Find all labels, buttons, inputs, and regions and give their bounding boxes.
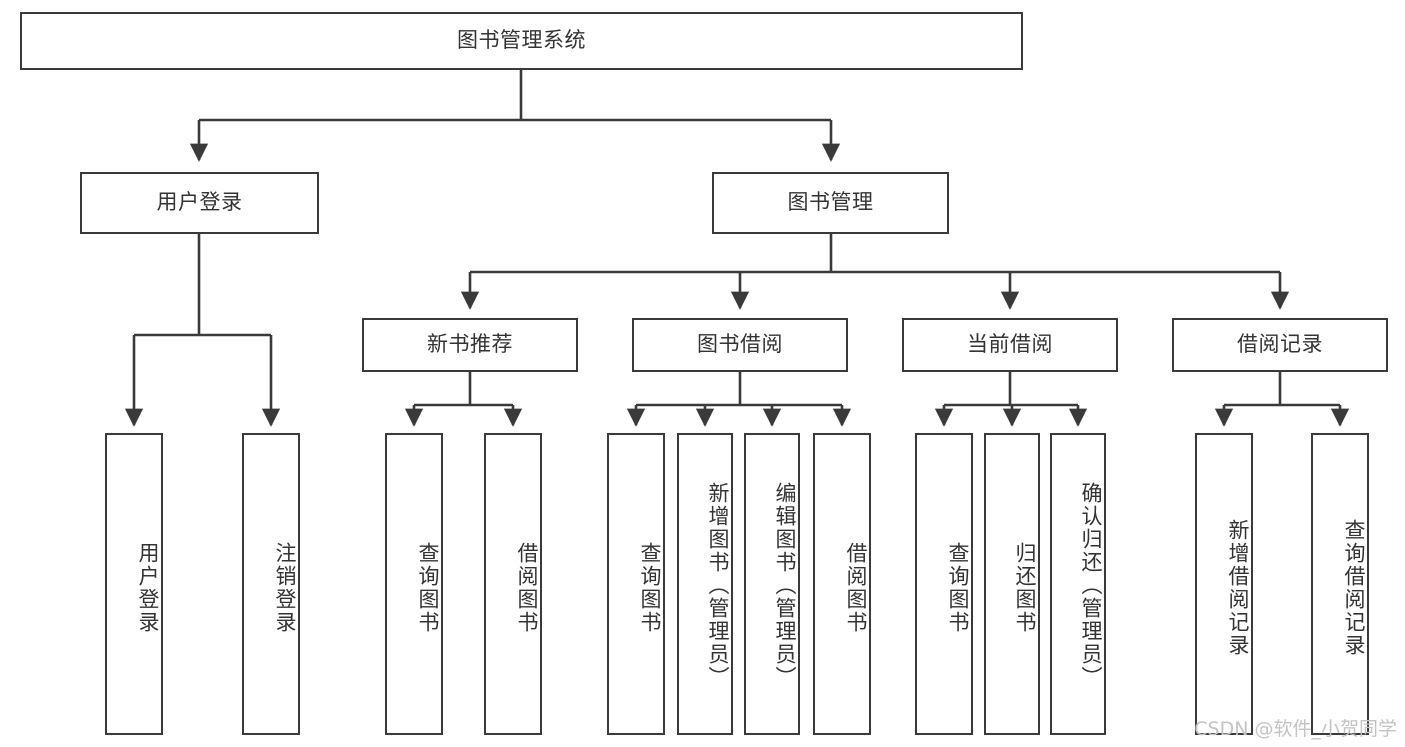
node-new-book-recommend-label: 新书推荐 <box>427 332 513 357</box>
leaf-record-query-record-label: 查询借阅记录 <box>1342 519 1366 657</box>
leaf-borrow-add-book-admin[interactable]: 新增图书（管理员） <box>677 433 733 735</box>
leaf-recommend-query-book[interactable]: 查询图书 <box>385 433 443 735</box>
node-user-login[interactable]: 用户登录 <box>80 172 319 234</box>
leaf-user-login-login[interactable]: 用户登录 <box>105 433 163 735</box>
leaf-record-add-record[interactable]: 新增借阅记录 <box>1195 433 1253 735</box>
leaf-borrow-query-book-label: 查询图书 <box>638 542 662 634</box>
leaf-user-login-login-label: 用户登录 <box>136 542 160 634</box>
leaf-recommend-borrow-book[interactable]: 借阅图书 <box>484 433 542 735</box>
leaf-current-query-book-label: 查询图书 <box>946 542 970 634</box>
leaf-user-login-logout-label: 注销登录 <box>273 542 297 634</box>
leaf-record-query-record[interactable]: 查询借阅记录 <box>1311 433 1369 735</box>
leaf-user-login-logout[interactable]: 注销登录 <box>242 433 300 735</box>
leaf-recommend-query-book-label: 查询图书 <box>416 542 440 634</box>
leaf-borrow-add-book-admin-label: 新增图书（管理员） <box>706 481 730 689</box>
leaf-borrow-query-book[interactable]: 查询图书 <box>607 433 665 735</box>
node-borrow-record[interactable]: 借阅记录 <box>1172 318 1388 372</box>
node-book-management[interactable]: 图书管理 <box>712 172 949 234</box>
csdn-watermark: CSDN @软件_小贺同学 <box>1194 718 1397 740</box>
leaf-current-return-book[interactable]: 归还图书 <box>984 433 1040 735</box>
leaf-current-confirm-return-admin[interactable]: 确认归还（管理员） <box>1050 433 1106 735</box>
node-book-borrow-label: 图书借阅 <box>697 332 783 357</box>
node-book-management-label: 图书管理 <box>787 190 874 215</box>
leaf-borrow-edit-book-admin[interactable]: 编辑图书（管理员） <box>744 433 800 735</box>
node-borrow-record-label: 借阅记录 <box>1237 332 1323 357</box>
leaf-current-confirm-return-admin-label: 确认归还（管理员） <box>1079 481 1103 689</box>
node-user-login-label: 用户登录 <box>156 190 243 215</box>
node-book-borrow[interactable]: 图书借阅 <box>632 318 848 372</box>
leaf-borrow-borrow-book[interactable]: 借阅图书 <box>813 433 871 735</box>
leaf-current-query-book[interactable]: 查询图书 <box>915 433 973 735</box>
node-root-label: 图书管理系统 <box>457 28 586 53</box>
leaf-borrow-borrow-book-label: 借阅图书 <box>844 542 868 634</box>
node-root-book-management-system[interactable]: 图书管理系统 <box>20 12 1023 70</box>
node-current-borrow-label: 当前借阅 <box>967 332 1053 357</box>
node-new-book-recommend[interactable]: 新书推荐 <box>362 318 578 372</box>
leaf-current-return-book-label: 归还图书 <box>1013 542 1037 634</box>
leaf-borrow-edit-book-admin-label: 编辑图书（管理员） <box>773 481 797 689</box>
leaf-recommend-borrow-book-label: 借阅图书 <box>515 542 539 634</box>
leaf-record-add-record-label: 新增借阅记录 <box>1226 519 1250 657</box>
node-current-borrow[interactable]: 当前借阅 <box>902 318 1118 372</box>
